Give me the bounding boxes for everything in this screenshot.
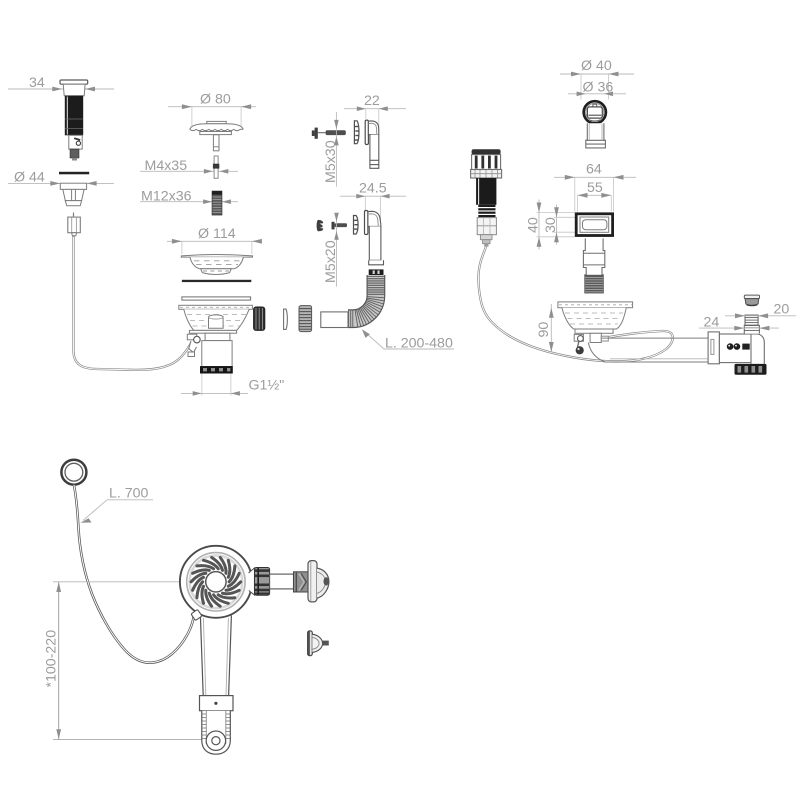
svg-text:Ø 80: Ø 80: [200, 92, 231, 108]
svg-text:*100-220: *100-220: [44, 630, 60, 688]
svg-text:24: 24: [704, 315, 720, 331]
svg-text:40: 40: [525, 217, 541, 233]
svg-text:L. 200-480: L. 200-480: [385, 336, 453, 352]
svg-text:64: 64: [586, 162, 602, 178]
svg-text:22: 22: [364, 93, 380, 109]
svg-text:M5x30: M5x30: [323, 140, 339, 183]
svg-text:Ø 36: Ø 36: [583, 80, 614, 96]
svg-text:24.5: 24.5: [359, 181, 387, 197]
svg-text:M5x20: M5x20: [323, 240, 339, 283]
svg-text:34: 34: [29, 75, 45, 91]
svg-text:Ø 44: Ø 44: [14, 170, 45, 186]
svg-text:30: 30: [543, 217, 559, 233]
svg-text:Ø 40: Ø 40: [581, 58, 612, 74]
svg-text:L. 700: L. 700: [109, 485, 149, 501]
svg-text:90: 90: [536, 322, 552, 338]
svg-text:G1½": G1½": [249, 378, 285, 394]
svg-text:20: 20: [774, 302, 790, 318]
svg-text:Ø 114: Ø 114: [198, 226, 236, 242]
svg-text:55: 55: [587, 180, 603, 196]
svg-text:M4x35: M4x35: [145, 158, 188, 174]
svg-text:M12x36: M12x36: [141, 189, 192, 205]
